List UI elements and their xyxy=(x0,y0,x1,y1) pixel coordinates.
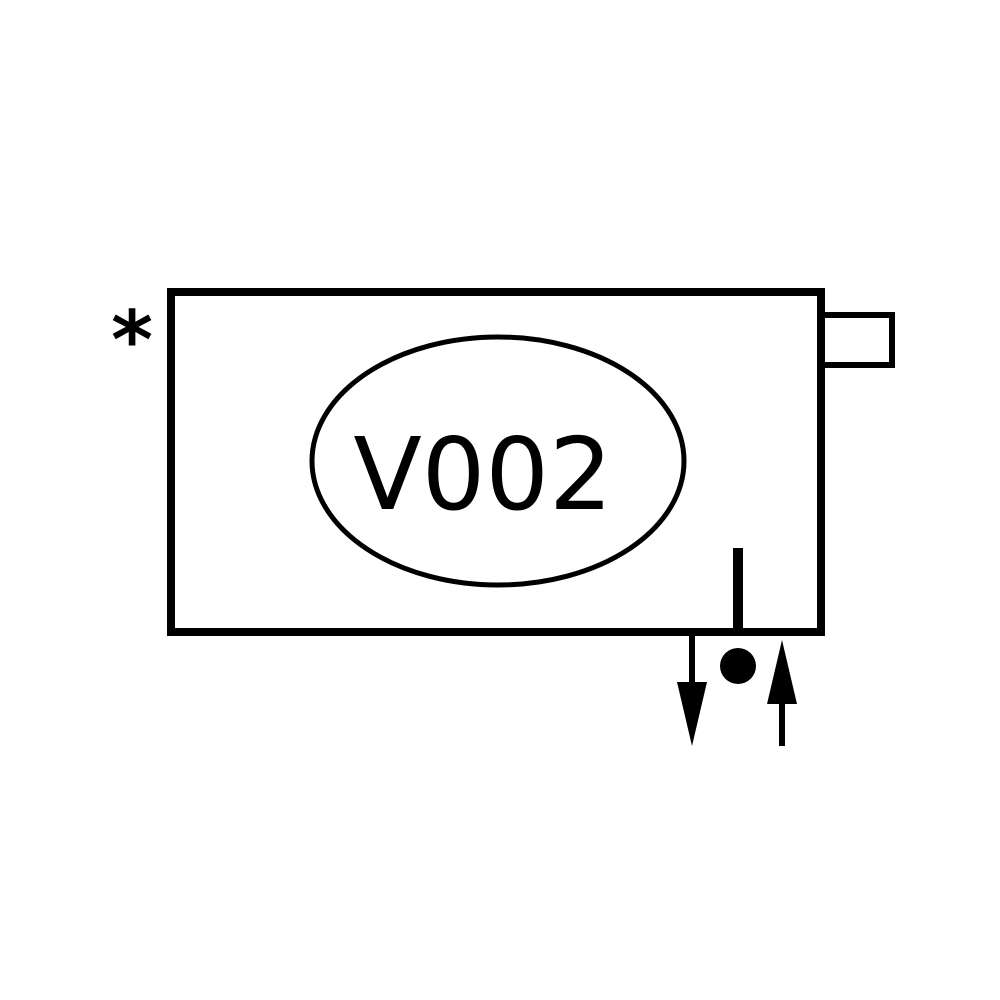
arrow-up-icon xyxy=(767,640,797,746)
side-connector-icon xyxy=(818,312,895,368)
label-ellipse xyxy=(309,334,687,588)
asterisk-marker: * xyxy=(111,294,153,387)
radiator-label: V002 xyxy=(353,416,612,533)
arrow-down-icon xyxy=(677,632,707,746)
radiator-body xyxy=(167,288,825,636)
valve-dot-icon xyxy=(720,648,756,684)
